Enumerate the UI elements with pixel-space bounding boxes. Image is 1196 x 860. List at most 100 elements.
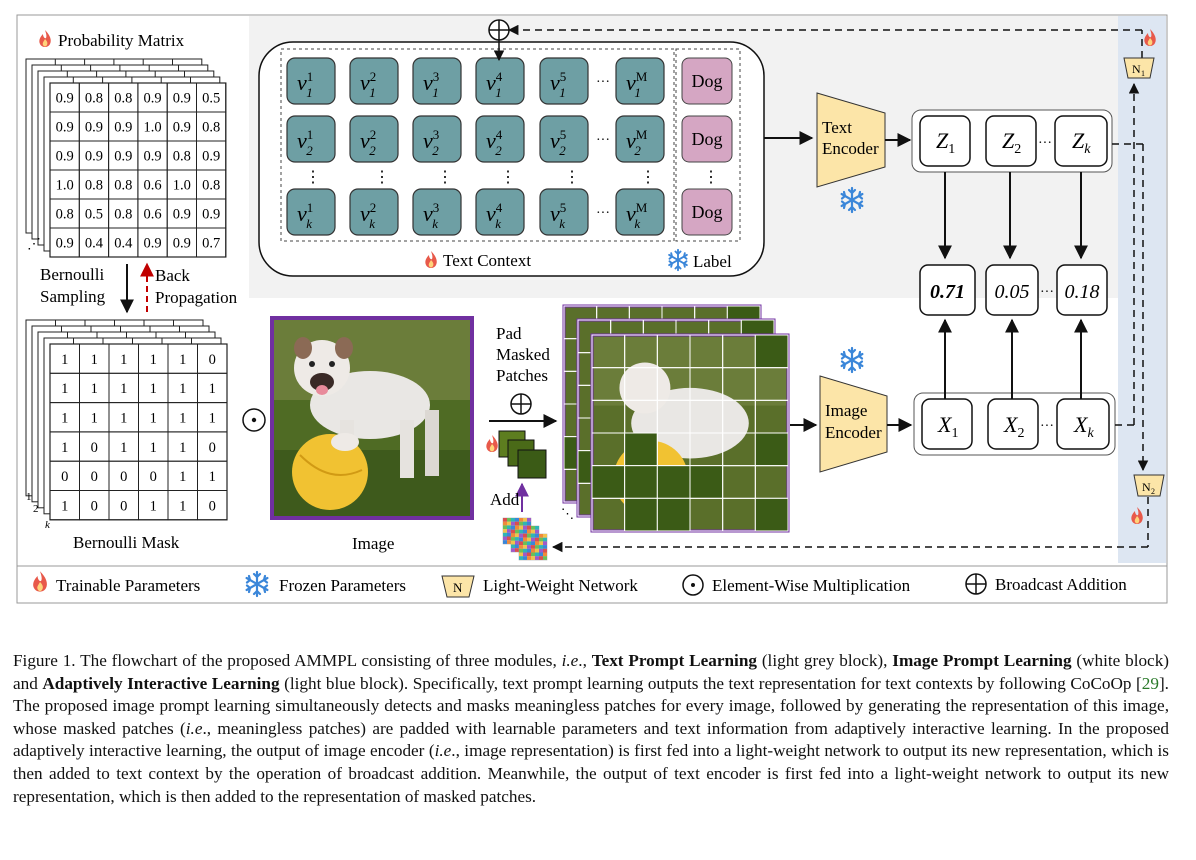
mask-value: 1 (150, 440, 157, 456)
prob-matrix-value: 0.9 (56, 236, 74, 252)
col-ellipsis: ⋮ (374, 169, 390, 186)
prob-matrix-value: 0.9 (56, 91, 74, 107)
mask-value: 1 (120, 352, 127, 368)
text-encoder-line1: Text (822, 118, 852, 137)
n1-label: N (1132, 62, 1141, 76)
prob-matrix-value: 0.9 (114, 149, 132, 165)
mask-value: 0 (150, 469, 157, 485)
image-feature-box (1056, 398, 1110, 450)
prob-matrix-value: 0.8 (114, 207, 132, 223)
prob-matrix-value: 0.9 (173, 207, 191, 223)
mask-index-k: k (45, 519, 51, 531)
legend-broadcast-icon (965, 573, 987, 595)
legend-trainable: Trainable Parameters (56, 576, 200, 595)
text-context-dashed (280, 48, 675, 242)
legend-lightweight: Light-Weight Network (483, 576, 638, 595)
prob-matrix-value: 0.9 (56, 120, 74, 136)
prob-matrix-value: 0.5 (85, 207, 103, 223)
n1-network: N 1 (1123, 57, 1155, 79)
context-vector-box (539, 115, 589, 163)
masked-patch (656, 497, 691, 532)
z-ellipsis: ··· (1038, 136, 1052, 151)
class-label-text: Dog (692, 129, 723, 149)
masked-patch (656, 465, 691, 499)
masked-patch (624, 432, 658, 467)
prob-matrix-value: 0.8 (56, 207, 74, 223)
mask-value: 0 (209, 498, 216, 514)
prob-matrix-value: 0.8 (85, 178, 103, 194)
masked-patch (689, 465, 724, 499)
prob-matrix-value: 0.8 (202, 178, 220, 194)
prob-matrix-value: 0.9 (143, 91, 161, 107)
mask-value: 0 (209, 352, 216, 368)
prob-matrix-value: 0.5 (202, 91, 220, 107)
pad-line1: Pad (496, 324, 522, 343)
prob-matrix-title: Probability Matrix (58, 31, 185, 50)
masked-patch (624, 465, 658, 499)
row-ellipsis: ··· (596, 206, 610, 221)
context-vector-box (615, 57, 665, 105)
back-propagation-line2: Propagation (155, 288, 238, 307)
legend-n-icon: N (441, 575, 475, 598)
context-vector-box (349, 57, 399, 105)
prob-matrix-value: 0.9 (143, 236, 161, 252)
prob-matrix-value: 0.6 (143, 207, 161, 223)
n2-label: N (1142, 480, 1151, 494)
mask-value: 0 (91, 469, 98, 485)
context-vector-box (475, 115, 525, 163)
image-title: Image (352, 534, 394, 553)
mask-value: 1 (209, 469, 216, 485)
mask-value: 1 (179, 381, 186, 397)
prob-matrix-value: 0.9 (173, 91, 191, 107)
prob-matrix-value: 0.9 (173, 120, 191, 136)
context-vector-box (349, 188, 399, 236)
masked-patch (754, 497, 789, 532)
mask-value: 1 (179, 469, 186, 485)
mask-value: 1 (150, 352, 157, 368)
prob-matrix-value: 1.0 (143, 120, 161, 136)
mask-value: 1 (120, 440, 127, 456)
image-encoder (819, 375, 888, 473)
prob-matrix-value: 1.0 (173, 178, 191, 194)
context-vector-box (412, 57, 462, 105)
mask-value: 1 (61, 411, 68, 427)
legend-frozen: Frozen Parameters (279, 576, 406, 595)
ammpl-flowchart: Probability Matrix 0.9 0.8 0.8 0.9 0.9 0.5 0.9… (16, 14, 1168, 604)
stack-dots: ⋰ (27, 237, 41, 252)
label-title: Label (693, 252, 732, 271)
text-encoder-line2: Encoder (822, 139, 879, 158)
context-vector-box (615, 188, 665, 236)
mask-value: 1 (150, 411, 157, 427)
svg-text:N: N (453, 580, 463, 595)
mask-value: 1 (179, 498, 186, 514)
row-ellipsis: ··· (596, 133, 610, 148)
context-vector-box (349, 115, 399, 163)
class-label-box (681, 57, 733, 105)
context-vector-box (286, 57, 336, 105)
mask-value: 1 (91, 411, 98, 427)
text-encoder (816, 92, 886, 188)
class-label-text: Dog (692, 202, 723, 222)
bernoulli-sampling-line1: Bernoulli (40, 265, 104, 284)
legend-broadcast: Broadcast Addition (995, 575, 1127, 594)
pad-line3: Patches (496, 366, 548, 385)
masked-patch (754, 432, 789, 467)
prob-matrix-value: 0.7 (202, 236, 220, 252)
prob-matrix-value: 0.9 (202, 149, 220, 165)
n2-sub: 2 (1151, 487, 1155, 496)
mask-value: 1 (91, 381, 98, 397)
learnable-patch-stack (498, 430, 547, 479)
mask-value: 1 (209, 381, 216, 397)
context-vector-box (539, 57, 589, 105)
mask-value: 0 (91, 440, 98, 456)
